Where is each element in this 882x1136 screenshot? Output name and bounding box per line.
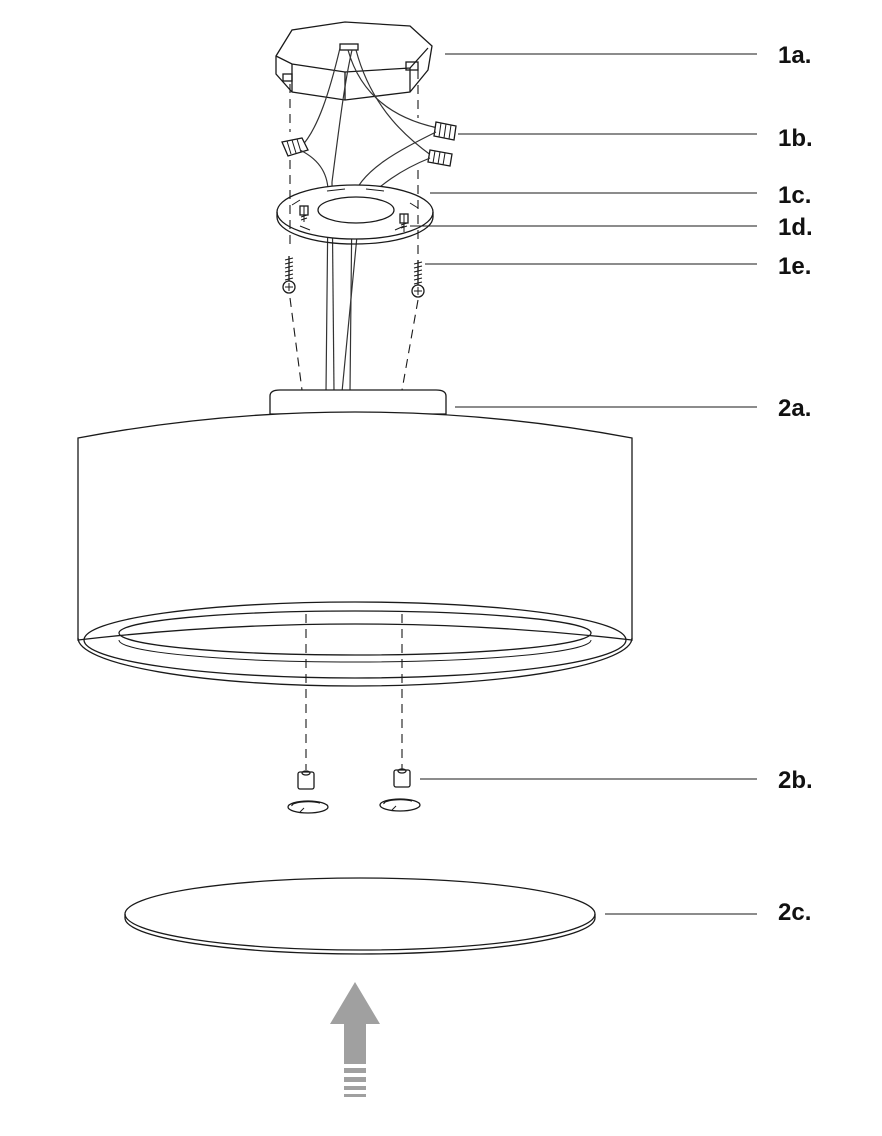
label-1d: 1d. [778,214,813,241]
mounting-plate [276,184,434,245]
plate-screw-right [399,213,409,232]
label-1b: 1b. [778,125,813,152]
upward-arrow-icon [330,982,380,1097]
mains-wires [299,47,439,183]
wire-connector-left [281,137,309,157]
label-2b: 2b. [778,767,813,794]
alignment-lines-upper [289,70,419,391]
junction-box [275,21,433,101]
leader-lines [410,53,757,915]
mounting-screw-right [411,260,425,298]
mounting-screw-left [282,256,296,294]
plate-screw-left [299,205,309,222]
label-1e: 1e. [778,253,811,280]
nut-left [297,770,315,790]
wire-connector-right-top [433,121,457,141]
wire-connector-right-bottom [427,149,453,167]
fixture-wires [299,131,437,393]
label-2c: 2c. [778,899,811,926]
diffuser-disc [124,877,596,955]
fixture-canopy [269,389,447,415]
label-2a: 2a. [778,395,811,422]
alignment-lines-lower [305,614,403,770]
label-1a: 1a. [778,42,811,69]
nut-right [393,768,411,788]
label-1c: 1c. [778,182,811,209]
clip-right [379,798,421,812]
drum-shade [77,411,633,687]
clip-left [287,800,329,814]
